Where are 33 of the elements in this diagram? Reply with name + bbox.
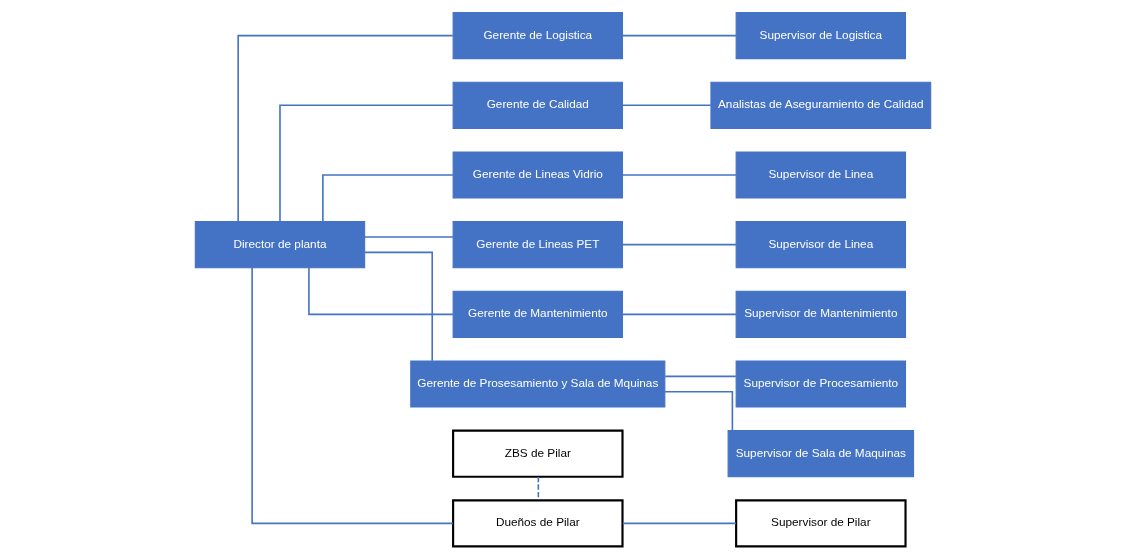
- node-box: Gerente de Lineas PET: [452, 221, 624, 269]
- connector: [237, 34, 454, 223]
- connector: [308, 267, 454, 316]
- connector: [621, 243, 737, 246]
- connector: [621, 104, 712, 107]
- node-box: Supervisor de Procesamiento: [735, 360, 907, 408]
- connector: [621, 522, 737, 525]
- node-box: Supervisor de Logistica: [735, 12, 907, 60]
- node-box: Gerente de Prosesamiento y Sala de Mquinas: [410, 360, 666, 408]
- node-box: Supervisor de Linea: [735, 221, 907, 269]
- connector: [363, 236, 454, 238]
- node-box: Supervisor de Sala de Maquinas: [727, 430, 915, 478]
- node-box: Gerente de Logistica: [452, 12, 624, 60]
- connector: [251, 267, 454, 525]
- connector: [664, 375, 737, 378]
- node-box: Supervisor de Pilar: [735, 499, 907, 548]
- connector: [279, 104, 454, 223]
- node-box: ZBS de Pilar: [452, 429, 624, 478]
- connector: [364, 251, 433, 362]
- connector: [664, 390, 734, 432]
- node-box: Supervisor de Linea: [735, 151, 907, 199]
- node-box: Gerente de Mantenimiento: [452, 290, 624, 338]
- node-box: Director de planta: [194, 221, 366, 269]
- node-box: Gerente de Calidad: [452, 81, 624, 129]
- node-box: Gerente de Lineas Vidrio: [452, 151, 624, 199]
- connector: [322, 174, 454, 223]
- connector: [621, 313, 737, 316]
- connector: [621, 34, 737, 37]
- node-box: Analistas de Aseguramiento de Calidad: [710, 81, 932, 129]
- node-box: Dueños de Pilar: [452, 499, 624, 548]
- node-box: Supervisor de Mantenimiento: [735, 290, 907, 338]
- connector: [621, 174, 737, 176]
- connector: [537, 476, 540, 501]
